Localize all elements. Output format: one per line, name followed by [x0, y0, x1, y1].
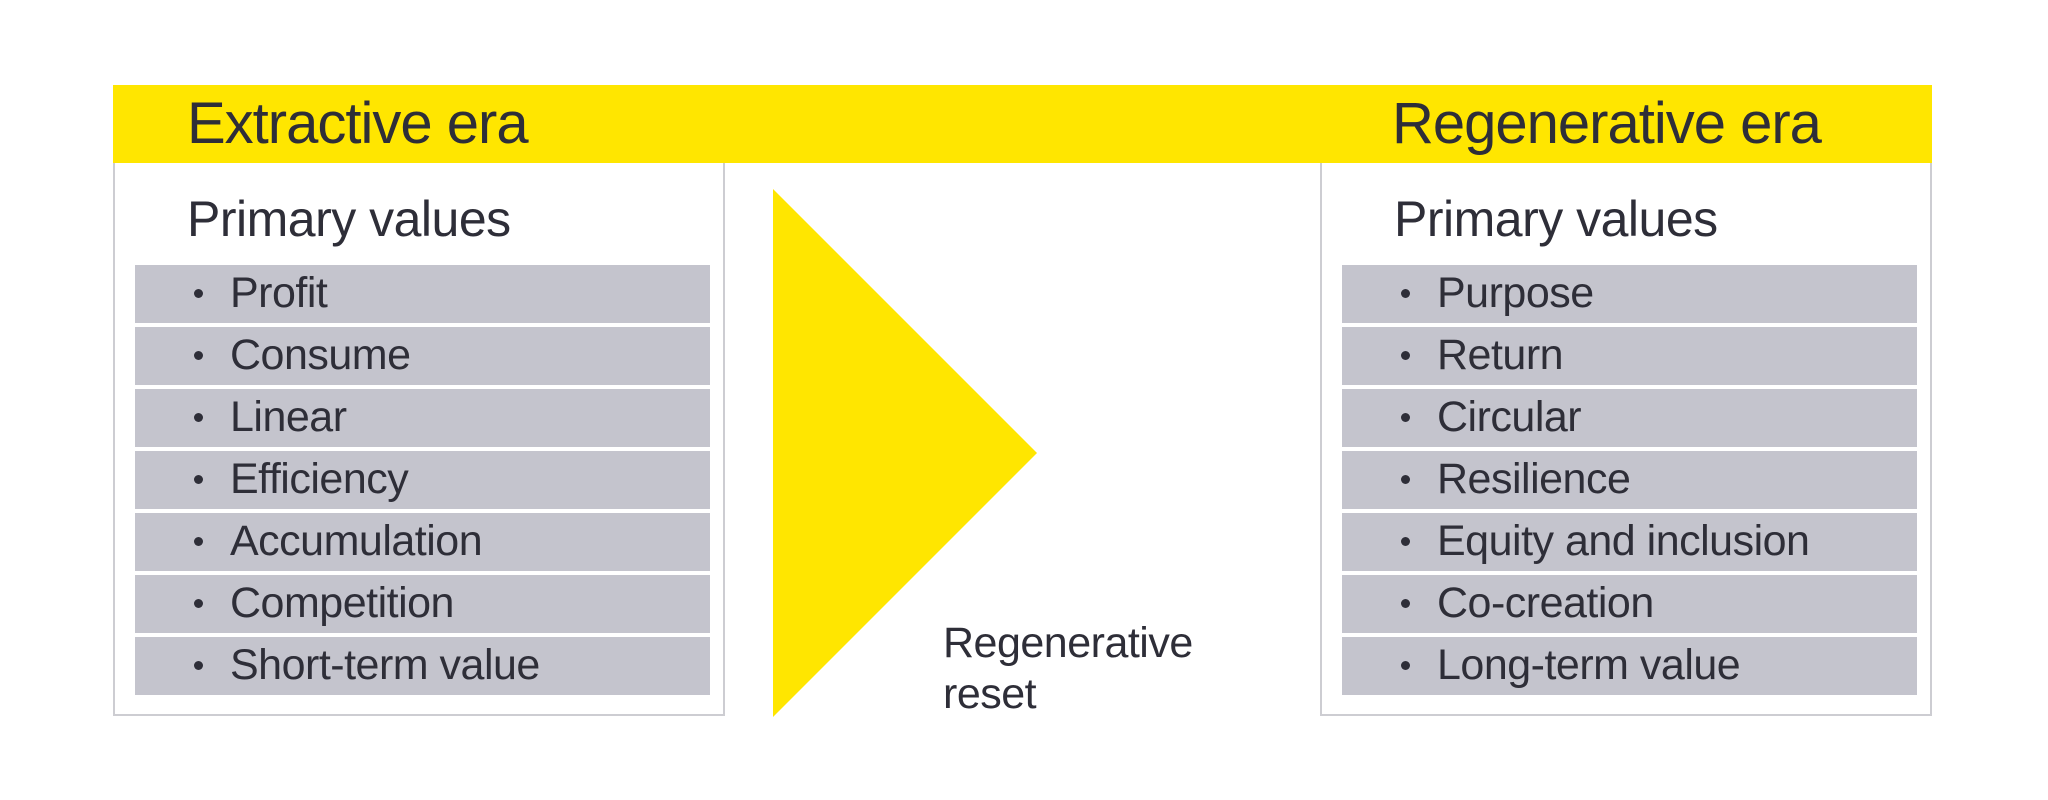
list-item: Efficiency — [135, 451, 710, 509]
regenerative-era-title: Regenerative era — [1392, 91, 1822, 156]
list-item-label: Profit — [230, 269, 328, 318]
bullet-icon — [194, 661, 203, 671]
list-item: Competition — [135, 575, 710, 633]
bullet-icon — [1401, 661, 1410, 671]
bullet-icon — [194, 537, 203, 547]
list-item-label: Equity and inclusion — [1437, 517, 1810, 566]
regenerative-panel-heading: Primary values — [1394, 191, 1718, 247]
era-banner: Extractive era Regenerative era — [113, 85, 1932, 163]
list-item-label: Consume — [230, 331, 411, 380]
list-item: Long-term value — [1342, 637, 1917, 695]
arrow-label: Regenerative reset — [943, 618, 1193, 720]
bullet-icon — [194, 413, 203, 423]
list-item-label: Return — [1437, 331, 1564, 380]
list-item-label: Circular — [1437, 393, 1582, 442]
extractive-panel-heading: Primary values — [187, 191, 511, 247]
list-item: Purpose — [1342, 265, 1917, 323]
list-item-label: Accumulation — [230, 517, 483, 566]
extractive-era-title: Extractive era — [187, 91, 529, 156]
bullet-icon — [1401, 351, 1410, 361]
right-arrow-icon — [773, 189, 1037, 717]
list-item-label: Purpose — [1437, 269, 1594, 318]
list-item: Equity and inclusion — [1342, 513, 1917, 571]
regenerative-values-list: Purpose Return Circular Resilience Equit… — [1342, 265, 1917, 695]
list-item-label: Efficiency — [230, 455, 409, 504]
regenerative-era-panel: Primary values Purpose Return Circular R… — [1320, 163, 1932, 716]
list-item-label: Competition — [230, 579, 454, 628]
list-item: Return — [1342, 327, 1917, 385]
list-item-label: Linear — [230, 393, 347, 442]
list-item: Short-term value — [135, 637, 710, 695]
bullet-icon — [1401, 413, 1410, 423]
list-item: Accumulation — [135, 513, 710, 571]
arrow-label-line1: Regenerative — [943, 619, 1193, 667]
extractive-era-panel: Primary values Profit Consume Linear Eff… — [113, 163, 725, 716]
extractive-values-list: Profit Consume Linear Efficiency Accumul… — [135, 265, 710, 695]
list-item: Co-creation — [1342, 575, 1917, 633]
list-item: Profit — [135, 265, 710, 323]
list-item-label: Resilience — [1437, 455, 1631, 504]
list-item: Circular — [1342, 389, 1917, 447]
bullet-icon — [1401, 599, 1410, 609]
list-item-label: Long-term value — [1437, 641, 1741, 690]
list-item-label: Co-creation — [1437, 579, 1654, 628]
bullet-icon — [194, 289, 203, 299]
list-item: Resilience — [1342, 451, 1917, 509]
bullet-icon — [1401, 537, 1410, 547]
bullet-icon — [1401, 289, 1410, 299]
bullet-icon — [194, 599, 203, 609]
bullet-icon — [194, 475, 203, 485]
list-item-label: Short-term value — [230, 641, 540, 690]
arrow-label-line2: reset — [943, 670, 1037, 718]
list-item: Consume — [135, 327, 710, 385]
bullet-icon — [194, 351, 203, 361]
bullet-icon — [1401, 475, 1410, 485]
list-item: Linear — [135, 389, 710, 447]
